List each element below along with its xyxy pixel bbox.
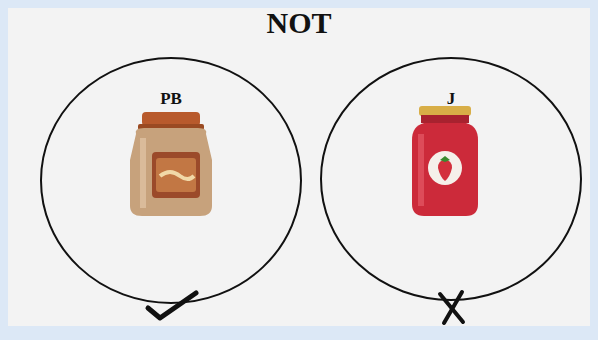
cross-mark	[440, 292, 463, 323]
jar-lid	[142, 112, 200, 126]
diagram-title: NOT	[0, 6, 598, 40]
check-mark	[148, 293, 196, 318]
jar-label-inner	[156, 158, 196, 192]
circle-shape	[41, 58, 301, 303]
jar-neck	[138, 124, 204, 130]
strawberry-leaf	[440, 156, 450, 162]
circle-node: J	[320, 57, 582, 301]
cross-stroke	[444, 292, 462, 323]
jar-neck	[421, 115, 469, 123]
cross-stroke	[440, 294, 463, 322]
jar-label-swirl	[160, 172, 194, 179]
strawberry	[438, 160, 452, 181]
jar-body	[412, 123, 478, 216]
node-label: J	[320, 89, 582, 109]
circle-shape	[321, 58, 581, 300]
peanut-butter-jar	[130, 112, 212, 216]
circle-node: PB	[40, 57, 302, 304]
jar-body	[130, 128, 212, 216]
jar-highlight	[140, 138, 146, 208]
background-panel	[8, 8, 590, 326]
jar-lid	[419, 106, 471, 116]
jar-highlight	[418, 134, 424, 206]
jar-label	[152, 152, 200, 198]
node-label: PB	[40, 89, 302, 109]
jam-jar	[412, 106, 478, 216]
jar-label	[428, 151, 462, 185]
